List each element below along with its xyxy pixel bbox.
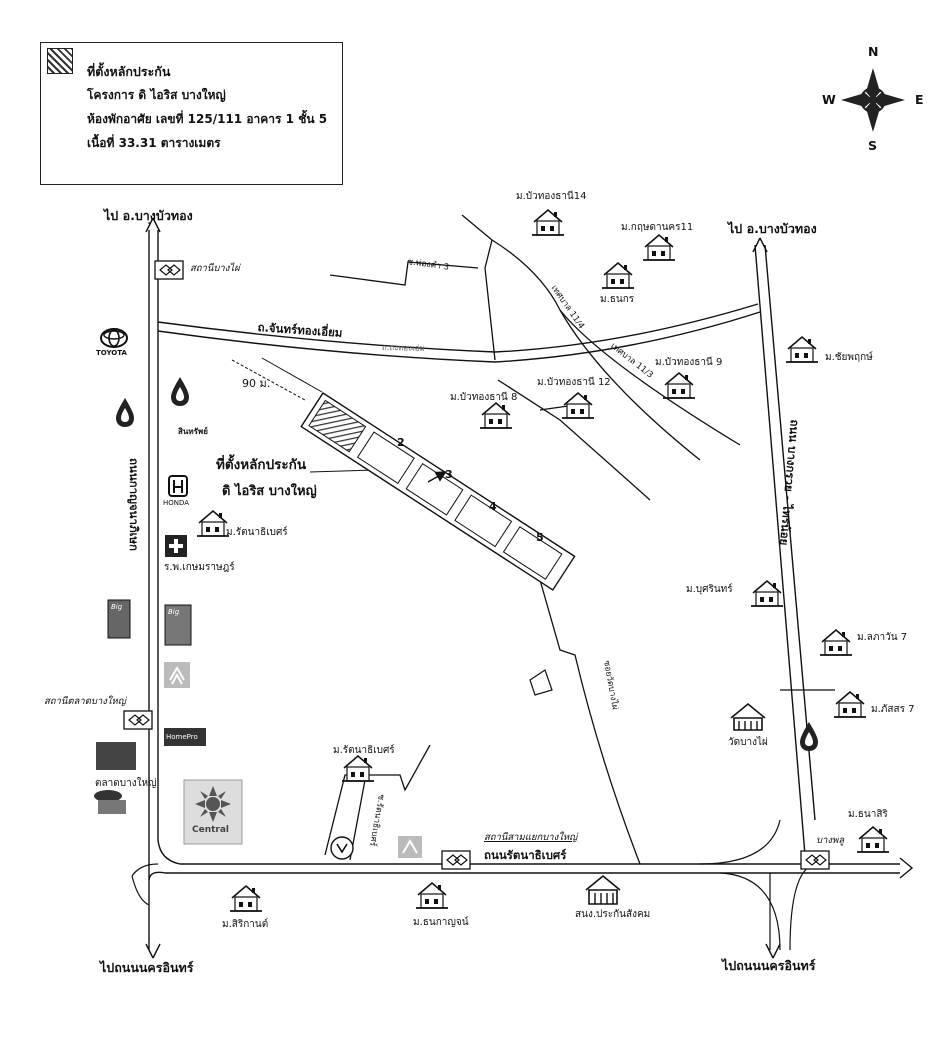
compass-icon — [841, 68, 905, 132]
station-bang-phlu-label: บางพลู — [816, 835, 845, 846]
road-rattanathibet: ถนนรัตนาธิเบศร์ — [484, 848, 567, 862]
place-busarin: ม.บุศรินทร์ — [686, 584, 733, 595]
toyota-text: TOYOTA — [96, 349, 127, 357]
house-icon — [642, 234, 676, 261]
dir-bangbuathong-right: ไป อ.บางบัวทอง — [728, 221, 817, 236]
place-talad-bang-yai: ตลาดบางใหญ่ — [95, 778, 157, 789]
place-lapawan-7: ม.ลภาวัน 7 — [857, 632, 908, 643]
legend-box: ที่ตั้งหลักประกัน โครงการ ดิ ไอริส บางให… — [40, 42, 343, 185]
place-krisada-nakorn-11: ม.กฤษดานคร11 — [621, 222, 694, 233]
honda-logo — [168, 475, 188, 497]
central-logo — [183, 779, 243, 845]
gas-station-icon — [116, 398, 134, 427]
homepro-text: HomePro — [166, 733, 198, 741]
house-icon — [662, 372, 696, 399]
building-5: 5 — [536, 531, 544, 544]
big-c-text: Big — [111, 603, 123, 611]
site-distance: 90 ม. — [242, 377, 271, 390]
house-icon — [415, 882, 449, 909]
gas-station-icon — [171, 377, 189, 406]
house-icon — [819, 629, 853, 656]
honda-text: HONDA — [163, 499, 190, 507]
station-sam-yaek-label: สถานีสามแยกบางใหญ่ — [484, 832, 578, 843]
site-block — [300, 392, 576, 591]
toyota-logo — [100, 328, 128, 348]
homepro-logo — [164, 728, 206, 746]
temple-icon — [730, 702, 766, 731]
market-icon — [94, 790, 126, 814]
site-label: ที่ตั้งหลักประกัน — [216, 457, 307, 473]
place-buathong-thani-12: ม.บัวทองธานี 12 — [537, 377, 611, 388]
house-icon — [601, 262, 635, 289]
house-icon — [750, 580, 784, 607]
station-bang-phai-label: สถานีบางไผ่ — [190, 263, 240, 274]
place-thanakorn: ม.ธนกร — [600, 294, 635, 305]
building-3: 3 — [445, 468, 453, 481]
house-icon — [561, 392, 595, 419]
roads-layer — [131, 214, 914, 959]
roundabout-icon — [330, 836, 354, 860]
station-icon — [441, 850, 471, 870]
dir-bangbuathong-left: ไป อ.บางบัวทอง — [104, 208, 193, 223]
dir-nakhon-inthon-left: ไปถนนนครอินทร์ — [100, 960, 194, 975]
legend-line-project: โครงการ ดิ ไอริส บางใหญ่ — [87, 88, 226, 102]
big-c-text-2: Big — [168, 608, 180, 616]
brand-logos — [94, 328, 766, 905]
site-buildings — [300, 392, 576, 591]
airport-text: สินทรัพย์ — [178, 427, 208, 436]
compass-s: S — [868, 138, 878, 153]
place-kasemrad-hospital: ร.พ.เกษมราษฎร์ — [164, 562, 235, 573]
place-buathong-thani-9: ม.บัวทองธานี 9 — [655, 357, 723, 368]
house-icon — [856, 826, 890, 853]
road-faint-label: ถ.ถงทองเอ่ม — [381, 343, 425, 353]
house-icon — [341, 755, 375, 782]
legend-line-area: เนื้อที่ 33.31 ตารางเมตร — [87, 136, 221, 150]
house-icon — [479, 402, 513, 429]
place-pattara-7: ม.ภัสสร 7 — [871, 704, 915, 715]
place-sirikan: ม.สิริกานต์ — [222, 919, 269, 930]
station-icon — [123, 710, 153, 730]
road-kanchanaphisek: ถนนกาญจนาภิเษก — [127, 458, 141, 552]
market-photo — [96, 742, 136, 770]
station-icon — [154, 260, 184, 280]
compass-e: E — [915, 92, 924, 107]
house-icon — [833, 691, 867, 718]
place-rattanathibet-village-2: ม.รัตนาธิเบศร์ — [333, 745, 395, 756]
gas-station-icon — [800, 722, 818, 751]
central-text: Central — [192, 825, 230, 835]
house-icon — [785, 336, 819, 363]
place-chaiyaphruek: ม.ชัยพฤกษ์ — [825, 352, 873, 363]
house-icon — [196, 510, 230, 537]
station-talad-bang-yai-label: สถานีตลาดบางใหญ่ — [44, 696, 126, 707]
place-thanakan: ม.ธนกาญจน์ — [413, 917, 469, 928]
dir-nakhon-inthon-right: ไปถนนนครอินทร์ — [722, 958, 816, 973]
place-buathong-thani-8: ม.บัวทองธานี 8 — [450, 392, 518, 403]
place-buathong-thani-14: ม.บัวทองธานี14 — [516, 191, 587, 202]
building-4: 4 — [489, 500, 497, 513]
place-rattanathibet-village: ม.รัตนาธิเบศร์ — [226, 527, 288, 538]
hatch-swatch-icon — [47, 48, 73, 74]
legend-title: ที่ตั้งหลักประกัน — [87, 64, 171, 79]
hospital-icon — [165, 535, 187, 557]
place-thanasiri: ม.ธนาสิริ — [848, 809, 888, 820]
legend-line-unit: ห้องพักอาศัย เลขที่ 125/111 อาคาร 1 ชั้น… — [87, 112, 328, 126]
house-icon — [229, 885, 263, 912]
house-icon — [531, 209, 565, 236]
compass-n: N — [868, 44, 879, 59]
place-social-security-office: สนง.ประกันสังคม — [575, 909, 651, 920]
office-icon — [585, 874, 621, 905]
building-2: 2 — [397, 436, 405, 449]
station-icon — [800, 850, 830, 870]
big-c-logo — [107, 599, 131, 639]
site-project: ดิ ไอริส บางใหญ่ — [222, 484, 317, 499]
place-wat-bang-phai: วัดบางไผ่ — [728, 737, 768, 748]
big-c-logo — [164, 604, 192, 646]
compass-w: W — [822, 92, 836, 107]
